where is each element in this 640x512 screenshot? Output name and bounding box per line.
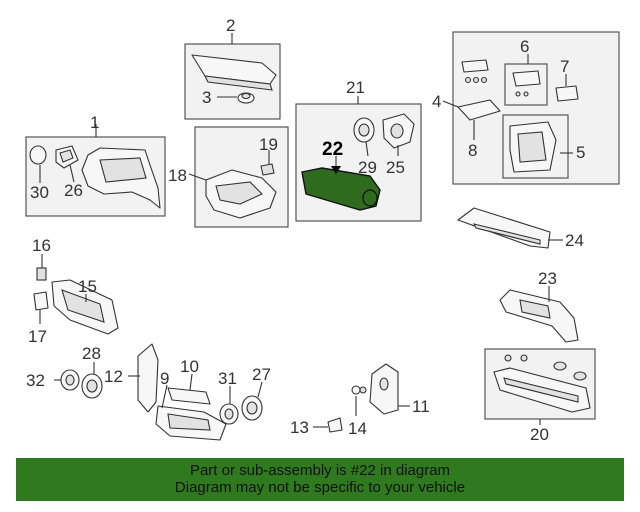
- callout-25: 25: [386, 158, 405, 177]
- leader-4: [442, 100, 459, 108]
- callout-31: 31: [218, 369, 237, 388]
- part-10-strip: [167, 387, 211, 405]
- callout-7: 7: [560, 57, 569, 76]
- callout-20: 20: [530, 425, 549, 444]
- callout-15: 15: [78, 277, 97, 296]
- callout-2: 2: [226, 16, 235, 35]
- part-9-lower-bracket: [155, 405, 227, 441]
- part-3-fastener: [237, 92, 255, 104]
- banner-line-disclaimer: Diagram may not be specific to your vehi…: [174, 479, 466, 496]
- leader-10: [189, 373, 193, 391]
- callout-3: 3: [202, 88, 211, 107]
- callout-16: 16: [32, 236, 51, 255]
- part-11-panel: [369, 363, 399, 415]
- part-29-ring: [353, 117, 375, 143]
- part-20-glove-box: [493, 354, 591, 413]
- part-22-glove-box-door: [301, 167, 381, 211]
- leader-27: [257, 381, 263, 398]
- part-25-vent: [382, 113, 415, 149]
- part-28-vent: [81, 373, 103, 399]
- part-7-clip: [555, 85, 579, 102]
- part-6-fasteners: [461, 59, 541, 97]
- callout-19: 19: [259, 135, 278, 154]
- part-18-bezel: [205, 169, 277, 219]
- part-32-ring: [60, 369, 80, 391]
- callout-28: 28: [82, 344, 101, 363]
- callout-8: 8: [468, 141, 477, 160]
- part-31-ring: [219, 403, 239, 425]
- leader-26: [69, 164, 75, 183]
- callout-17: 17: [28, 327, 47, 346]
- callout-21: 21: [346, 78, 365, 97]
- callout-26: 26: [64, 181, 83, 200]
- callout-27: 27: [252, 365, 271, 384]
- callout-29: 29: [358, 158, 377, 177]
- callout-22: 22: [322, 139, 343, 160]
- part-30-cap: [29, 145, 47, 165]
- callout-9: 9: [160, 369, 169, 388]
- callout-6: 6: [520, 37, 529, 56]
- part-8-cover: [457, 99, 501, 121]
- part-14-bulb: [351, 385, 367, 395]
- part-24-trim: [457, 207, 551, 249]
- callout-10: 10: [180, 357, 199, 376]
- callout-24: 24: [565, 231, 584, 250]
- callout-30: 30: [30, 183, 49, 202]
- callout-12: 12: [104, 367, 123, 386]
- callout-18: 18: [168, 166, 187, 185]
- leader-18: [188, 173, 207, 181]
- part-26-vent: [55, 145, 79, 169]
- part-15-panel: [51, 279, 119, 335]
- part-2-upper-tray: [191, 54, 277, 91]
- callout-32: 32: [26, 371, 45, 390]
- part-17-bracket: [33, 291, 49, 311]
- callout-23: 23: [538, 269, 557, 288]
- callout-5: 5: [576, 143, 585, 162]
- part-1-panel: [81, 147, 161, 209]
- callout-14: 14: [348, 419, 367, 438]
- leader-9: [161, 384, 168, 409]
- part-19-clip: [260, 163, 275, 176]
- leader-22-arrowhead: [331, 166, 341, 174]
- callout-13: 13: [290, 418, 309, 437]
- part-23-bracket: [499, 289, 579, 343]
- part-12-side-panel: [137, 343, 159, 413]
- callout-11: 11: [412, 397, 430, 416]
- info-banner: Part or sub-assembly is #22 in diagram D…: [16, 458, 624, 501]
- callout-1: 1: [90, 113, 99, 132]
- part-27-vent: [241, 395, 263, 421]
- banner-line-part-number: Part or sub-assembly is #22 in diagram: [189, 462, 451, 479]
- callout-4: 4: [432, 92, 441, 111]
- part-13-clip: [327, 417, 343, 433]
- part-16-clip: [36, 267, 47, 281]
- leader-29: [365, 141, 369, 157]
- part-5-pocket: [509, 121, 557, 173]
